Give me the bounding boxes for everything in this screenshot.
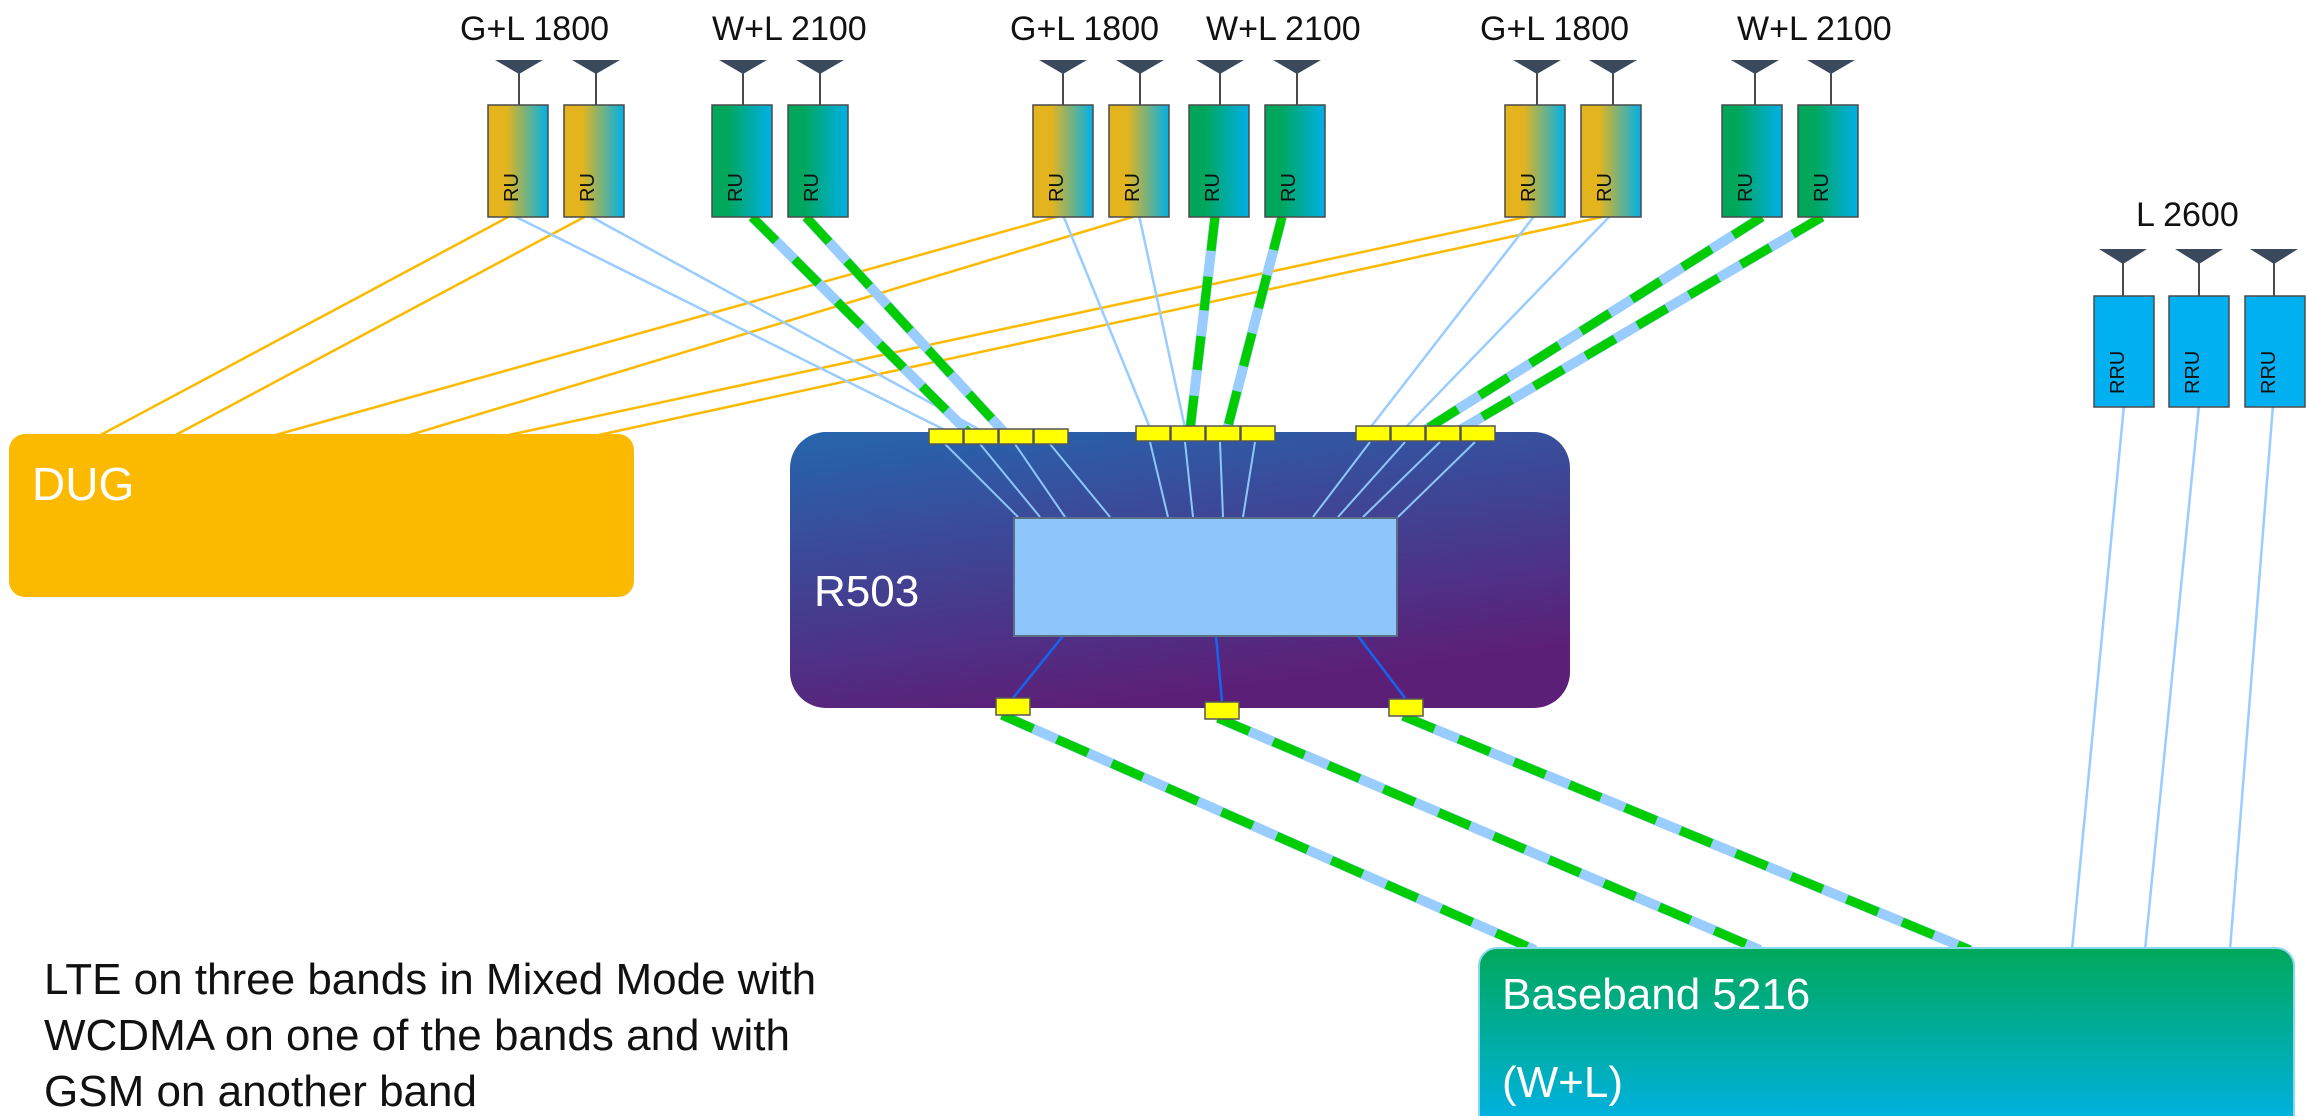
antenna-icon <box>2175 249 2223 264</box>
ru-unit: RU <box>1032 60 1094 218</box>
ru-unit: RU <box>1504 60 1566 218</box>
svg-text:RU: RU <box>501 173 523 202</box>
dug-box: DUG <box>9 434 634 597</box>
r503-label: R503 <box>814 567 919 616</box>
ru-unit: RU <box>1264 60 1326 218</box>
dug-label: DUG <box>32 458 134 510</box>
r503-box: R503 <box>790 432 1570 708</box>
ru-unit: RU <box>1108 60 1170 218</box>
antenna-icon <box>1116 60 1164 74</box>
antenna-icon <box>1196 60 1244 74</box>
svg-text:RRU: RRU <box>2182 351 2204 394</box>
ru-unit: RU <box>1721 60 1783 218</box>
antenna-icon <box>1039 60 1087 74</box>
svg-text:RU: RU <box>725 173 747 202</box>
svg-text:RU: RU <box>1278 173 1300 202</box>
band-label: G+L 1800 <box>460 10 609 48</box>
antenna-icon <box>1513 60 1561 74</box>
diagram-description: LTE on three bands in Mixed Mode with WC… <box>44 952 944 1120</box>
antenna-icon <box>796 60 844 74</box>
svg-text:RU: RU <box>1594 173 1616 202</box>
band-label: W+L 2100 <box>712 10 867 48</box>
antenna-icon <box>1273 60 1321 74</box>
rru-links <box>2070 404 2275 951</box>
svg-text:RU: RU <box>1202 173 1224 202</box>
description-line: GSM on another band <box>44 1067 477 1116</box>
svg-text:RU: RU <box>577 173 599 202</box>
antenna-icon <box>2250 249 2298 264</box>
baseband-title: Baseband 5216 <box>1502 970 1810 1019</box>
internal-connections <box>944 441 1476 518</box>
radio-units: RU RU RU RU RU <box>487 60 2306 408</box>
svg-text:RRU: RRU <box>2107 351 2129 394</box>
antenna-icon <box>572 60 620 74</box>
antenna-icon <box>1589 60 1637 74</box>
antenna-icon <box>495 60 543 74</box>
baseband-subtitle: (W+L) <box>1502 1058 1623 1107</box>
ru-unit: RU <box>1797 60 1859 218</box>
rru-unit: RRU <box>2093 249 2155 408</box>
antenna-icon <box>1807 60 1855 74</box>
rru-unit: RRU <box>2168 249 2230 408</box>
antenna-icon <box>1731 60 1779 74</box>
cpri-links <box>748 212 1972 955</box>
ru-unit: RU <box>787 60 849 218</box>
svg-text:RU: RU <box>1046 173 1068 202</box>
svg-text:RRU: RRU <box>2258 351 2280 394</box>
ru-unit: RU <box>1188 60 1250 218</box>
gsm-links <box>94 213 1612 440</box>
svg-text:RU: RU <box>801 173 823 202</box>
description-line: WCDMA on one of the bands and with <box>44 1011 790 1060</box>
svg-text:RU: RU <box>1518 173 1540 202</box>
lte-links <box>511 213 1612 432</box>
svg-text:RU: RU <box>1122 173 1144 202</box>
r503-switch-panel <box>1013 517 1398 637</box>
antenna-icon <box>719 60 767 74</box>
svg-text:RU: RU <box>1735 173 1757 202</box>
baseband-box: Baseband 5216 (W+L) <box>1478 947 2295 1116</box>
ru-unit: RU <box>1580 60 1642 218</box>
antenna-icon <box>2099 249 2147 264</box>
internal-cpri-connections <box>1012 635 1406 702</box>
svg-text:RU: RU <box>1811 173 1833 202</box>
band-label: G+L 1800 <box>1480 10 1629 48</box>
r503-ports <box>928 425 1496 720</box>
band-label: W+L 2100 <box>1206 10 1361 48</box>
ru-unit: RU <box>487 60 549 218</box>
band-label: W+L 2100 <box>1737 10 1892 48</box>
band-labels: G+L 1800 W+L 2100 G+L 1800 W+L 2100 G+L … <box>460 10 2239 234</box>
ru-unit: RU <box>711 60 773 218</box>
band-label: G+L 1800 <box>1010 10 1159 48</box>
band-label: L 2600 <box>2136 196 2239 234</box>
description-line: LTE on three bands in Mixed Mode with <box>44 955 817 1004</box>
ru-unit: RU <box>563 60 625 218</box>
rru-unit: RRU <box>2244 249 2306 408</box>
